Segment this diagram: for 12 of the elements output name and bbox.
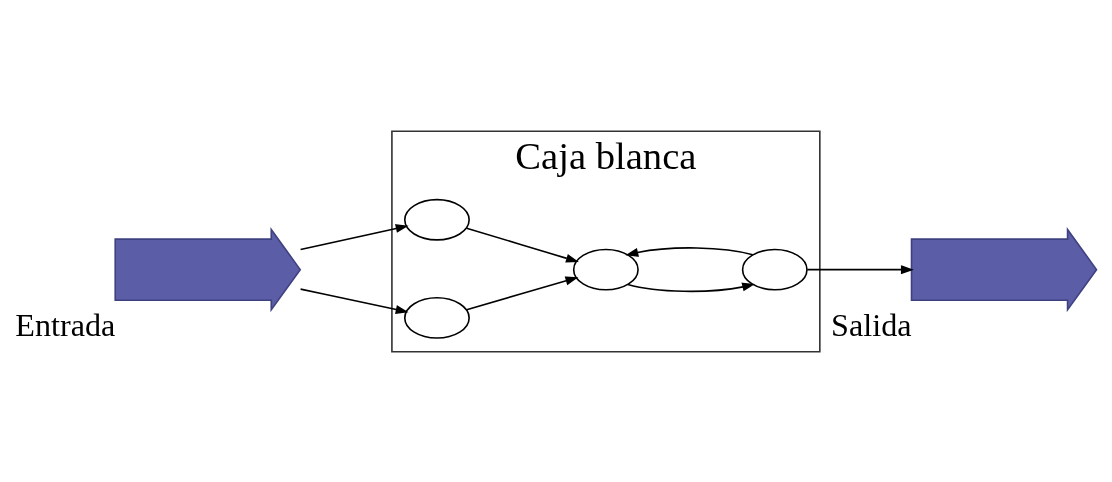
- node-label: Entrada: [15, 306, 116, 343]
- node-circle: [403, 198, 470, 241]
- arrow: [625, 246, 754, 257]
- arrow: [299, 287, 409, 314]
- arrow: [627, 282, 756, 292]
- arrow: [465, 226, 579, 263]
- arrow: [806, 264, 914, 274]
- arrow: [465, 275, 579, 311]
- arrow: [299, 223, 409, 250]
- node-label: Salida: [831, 306, 912, 343]
- node-circle: [403, 296, 470, 339]
- cluster: Caja blanca: [391, 130, 821, 352]
